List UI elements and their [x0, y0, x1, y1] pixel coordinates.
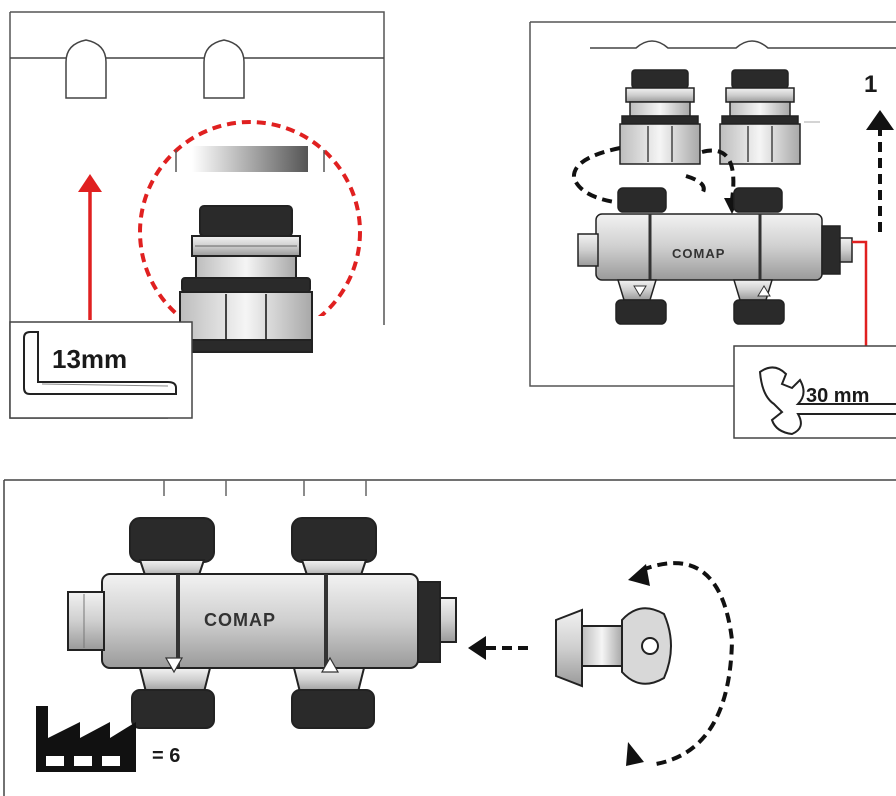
valve-manifold-3	[67, 517, 457, 729]
nipple-adapter	[179, 205, 313, 353]
dashed-left-arrow-icon	[468, 636, 528, 660]
wrench-icon: 30 mm	[733, 345, 896, 439]
panel-3: COMAP = 6	[3, 479, 896, 796]
nipple-right	[719, 69, 801, 165]
pipe-end-gradient	[175, 146, 325, 172]
wrench-size-label: 30 mm	[806, 385, 869, 407]
panel-1: 13mm	[9, 11, 385, 419]
radiator-outlets	[10, 39, 384, 99]
brand-logo-3: COMAP	[204, 610, 276, 630]
factory-setting-label: = 6	[152, 745, 180, 767]
dashed-up-arrow-icon	[866, 110, 894, 232]
brand-logo-2: COMAP	[672, 246, 725, 261]
dashed-rotation-arrow-icon	[571, 146, 736, 206]
valve-manifold-2	[577, 187, 853, 325]
red-up-arrow-icon	[78, 174, 102, 320]
nipple-left	[619, 69, 701, 165]
factory-icon	[36, 706, 136, 772]
valve-key-icon	[555, 607, 672, 688]
hex-key-icon: 13mm	[9, 321, 193, 419]
radiator-outlets-2	[590, 40, 896, 49]
curved-rotation-arrow-icon	[641, 561, 735, 766]
hex-key-size-label: 13mm	[52, 344, 127, 374]
step-number: 1	[864, 71, 877, 98]
panel-2: 1	[529, 21, 896, 439]
